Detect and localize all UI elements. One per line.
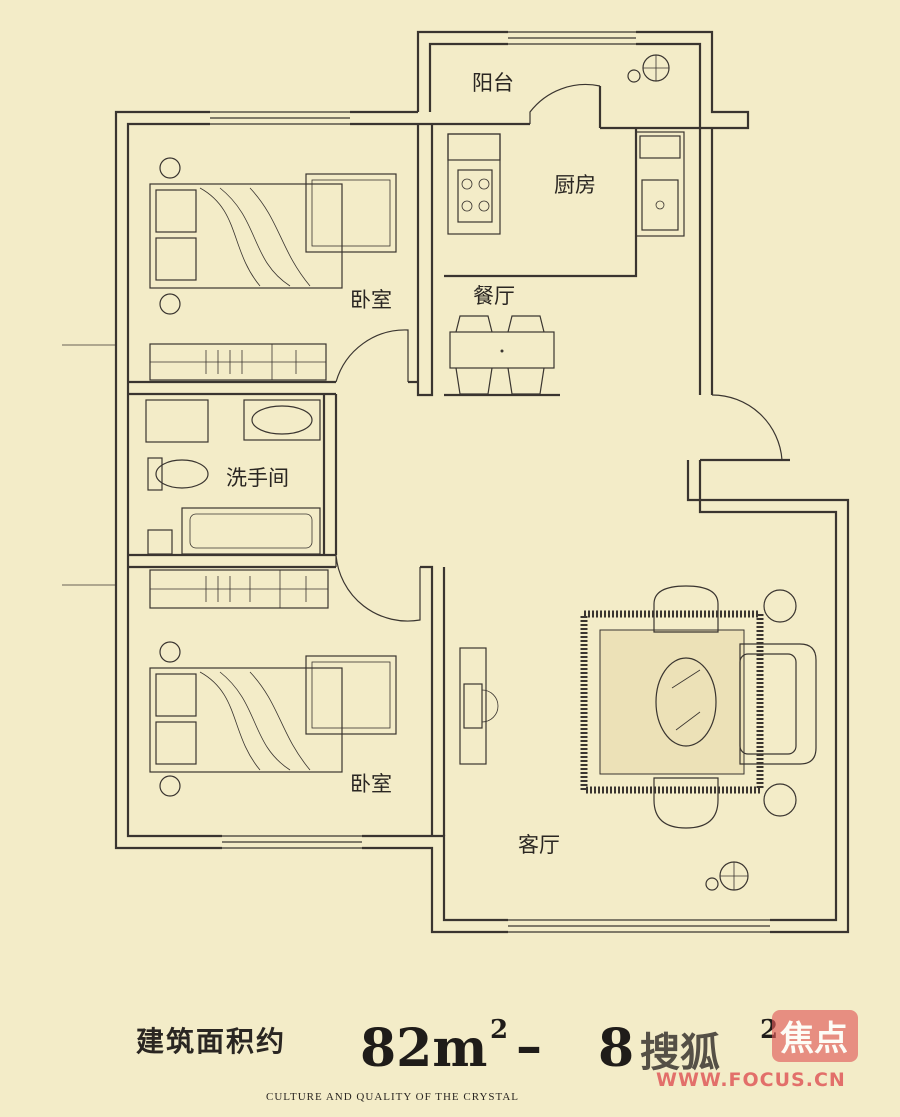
area-range-sep: – [516, 1016, 542, 1077]
tv-cabinet [459, 647, 499, 765]
wardrobe-top [149, 343, 327, 381]
living-plant-icon [705, 861, 749, 891]
watermark-url: WWW.FOCUS.CN [656, 1069, 846, 1091]
room-label-kitchen: 厨房 [554, 173, 596, 197]
area-sup-start: 2 [490, 1015, 508, 1045]
dining-table [449, 315, 555, 395]
area-range-start: 82m [360, 1018, 487, 1079]
doors [335, 83, 783, 622]
watermark-logo-icon [772, 1010, 858, 1062]
watermark-brand: 搜狐 [640, 1030, 720, 1076]
bed-top [149, 157, 397, 315]
kitchen-counter-right [635, 131, 685, 237]
area-label: 建筑面积约 [136, 1025, 286, 1058]
balcony-plant-icon [627, 54, 670, 83]
bathroom-fixtures [145, 399, 321, 555]
kitchen-counter-left [447, 133, 501, 235]
room-label-balcony: 阳台 [472, 71, 514, 95]
tagline: CULTURE AND QUALITY OF THE CRYSTAL [266, 1091, 519, 1103]
room-label-bedroom-bottom: 卧室 [350, 772, 392, 796]
walls [62, 30, 850, 934]
room-label-bathroom: 洗手间 [226, 466, 289, 490]
living-rug [580, 610, 764, 794]
area-range-end: 8 [598, 1018, 634, 1079]
watermark-logo-text: 焦点 [780, 1019, 848, 1059]
room-label-living: 客厅 [518, 833, 560, 857]
wardrobe-bottom [149, 569, 329, 609]
bed-bottom [149, 641, 397, 797]
sofa [653, 585, 817, 829]
watermark: 搜狐 焦点 WWW.FOCUS.CN [640, 1010, 858, 1091]
room-label-bedroom-top: 卧室 [350, 288, 392, 312]
room-label-dining: 餐厅 [473, 284, 515, 308]
